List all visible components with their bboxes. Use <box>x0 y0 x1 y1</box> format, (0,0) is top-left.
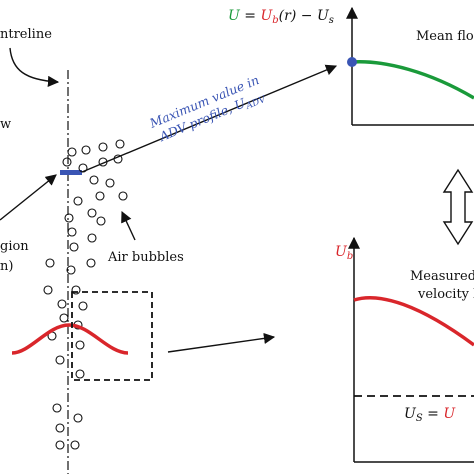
box-to-measured-arrow-icon <box>167 332 276 353</box>
adv-to-meanflow-arrow-icon <box>81 64 338 173</box>
bubble-icon <box>95 191 105 201</box>
measured-velocity-curve <box>353 296 474 347</box>
slip-velocity-equation: US = U <box>404 406 456 424</box>
bubble-icon <box>75 340 85 350</box>
air-bubbles-arrow-icon <box>121 210 136 241</box>
measurement-window-box <box>71 291 153 381</box>
bubble-icon <box>98 157 108 167</box>
bubble-icon <box>118 191 128 201</box>
bubble-icon <box>59 313 69 323</box>
bubble-icon <box>45 258 55 268</box>
adv-max-marker <box>60 170 82 175</box>
mean-flow-label: Mean flo <box>416 29 474 44</box>
bubble-icon <box>52 403 62 413</box>
bubble-icon <box>71 285 81 295</box>
bubble-icon <box>115 139 125 149</box>
bubble-icon <box>57 299 67 309</box>
mean-flow-plot: Mean flo <box>346 6 474 126</box>
measured-velocity-plot: Measured velocity b US = U <box>348 236 474 463</box>
bubble-icon <box>69 242 79 252</box>
bubble-icon <box>73 413 83 423</box>
bubble-icon <box>75 369 85 379</box>
bubble-icon <box>55 355 65 365</box>
bubble-icon <box>64 213 74 223</box>
bubble-icon <box>62 157 72 167</box>
bubble-icon <box>67 227 77 237</box>
bubble-icon <box>87 208 97 218</box>
bubble-icon <box>89 175 99 185</box>
bubble-icon <box>78 163 88 173</box>
mean-flow-curve <box>351 60 474 100</box>
measured-label-line2: velocity b <box>417 287 474 302</box>
bubble-icon <box>43 285 53 295</box>
bubble-velocity-profile-curve <box>11 323 129 355</box>
mean-flow-max-point <box>347 57 357 67</box>
ub-axis-label: Ub <box>335 244 353 262</box>
measured-label-line1: Measured <box>410 269 474 284</box>
bubble-icon <box>105 178 115 188</box>
bubble-icon <box>55 423 65 433</box>
region-label-line2: n) <box>0 259 13 274</box>
centreline-label: ntreline <box>0 27 52 42</box>
region-label-line1: gion <box>0 239 29 254</box>
flow-label-fragment: w <box>0 117 11 132</box>
bubble-icon <box>78 301 88 311</box>
centreline-arrow-icon <box>9 47 60 87</box>
air-bubbles-label: Air bubbles <box>107 250 184 265</box>
bubble-icon <box>87 233 97 243</box>
bubble-icon <box>73 196 83 206</box>
velocity-equation: U = Ub(r) − Us <box>228 8 334 26</box>
bubble-icon <box>55 440 65 450</box>
bubble-icon <box>86 258 96 268</box>
bubble-icon <box>70 440 80 450</box>
region-arrow-icon <box>0 174 57 221</box>
bubble-icon <box>81 145 91 155</box>
up-down-arrow-icon <box>442 168 474 246</box>
bubble-icon <box>66 265 76 275</box>
bubble-icon <box>98 142 108 152</box>
bubble-icon <box>113 154 123 164</box>
bubble-icon <box>67 147 77 157</box>
air-bubbles-group <box>43 139 128 450</box>
bubble-icon <box>96 216 106 226</box>
